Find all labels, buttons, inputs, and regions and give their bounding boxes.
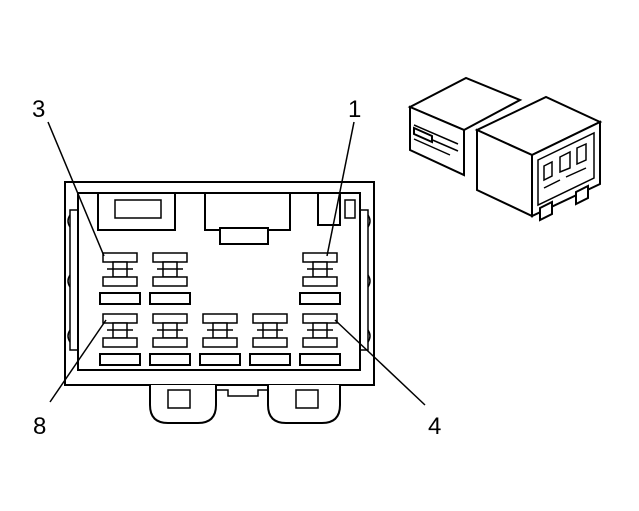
label-pin-4: 4 [428, 413, 441, 440]
label-pin-8: 8 [33, 413, 46, 440]
terminal-pin-4 [299, 313, 341, 366]
leader-line-1 [326, 121, 355, 257]
rear-tab [413, 126, 433, 144]
leader-line-8 [49, 319, 107, 403]
front-opening [537, 131, 595, 207]
rear-side-face [409, 105, 465, 177]
terminal-pin-2 [149, 252, 191, 305]
front-cavities [543, 142, 587, 182]
bottom-latch [149, 385, 341, 424]
terminal-pin-3 [99, 252, 141, 305]
terminal-pin-1 [299, 252, 341, 305]
key-tab [219, 227, 269, 245]
front-latch-right [575, 184, 589, 206]
terminal-pin-6 [199, 313, 241, 366]
terminal-pin-7 [149, 313, 191, 366]
latch-bridge [216, 389, 268, 397]
terminal-pin-8 [99, 313, 141, 366]
right-rail [359, 209, 369, 351]
top-right-window [344, 199, 356, 219]
label-pin-3: 3 [32, 96, 45, 123]
latch-tab-right [267, 385, 341, 424]
leader-line-3 [47, 121, 105, 257]
terminal-pin-5 [249, 313, 291, 366]
front-ribs [543, 167, 587, 189]
front-latch-left [539, 200, 553, 222]
top-profile [97, 192, 341, 231]
label-pin-1: 1 [348, 96, 361, 123]
connector-face-view: 3 1 8 4 [32, 96, 441, 440]
latch-tab-left [149, 385, 217, 424]
top-window [114, 199, 162, 219]
housing-outer [64, 181, 375, 386]
right-bumps [367, 214, 371, 343]
left-bumps [67, 214, 71, 343]
leader-line-4 [334, 319, 426, 406]
connector-isometric-view [407, 76, 603, 222]
left-rail [69, 209, 79, 351]
